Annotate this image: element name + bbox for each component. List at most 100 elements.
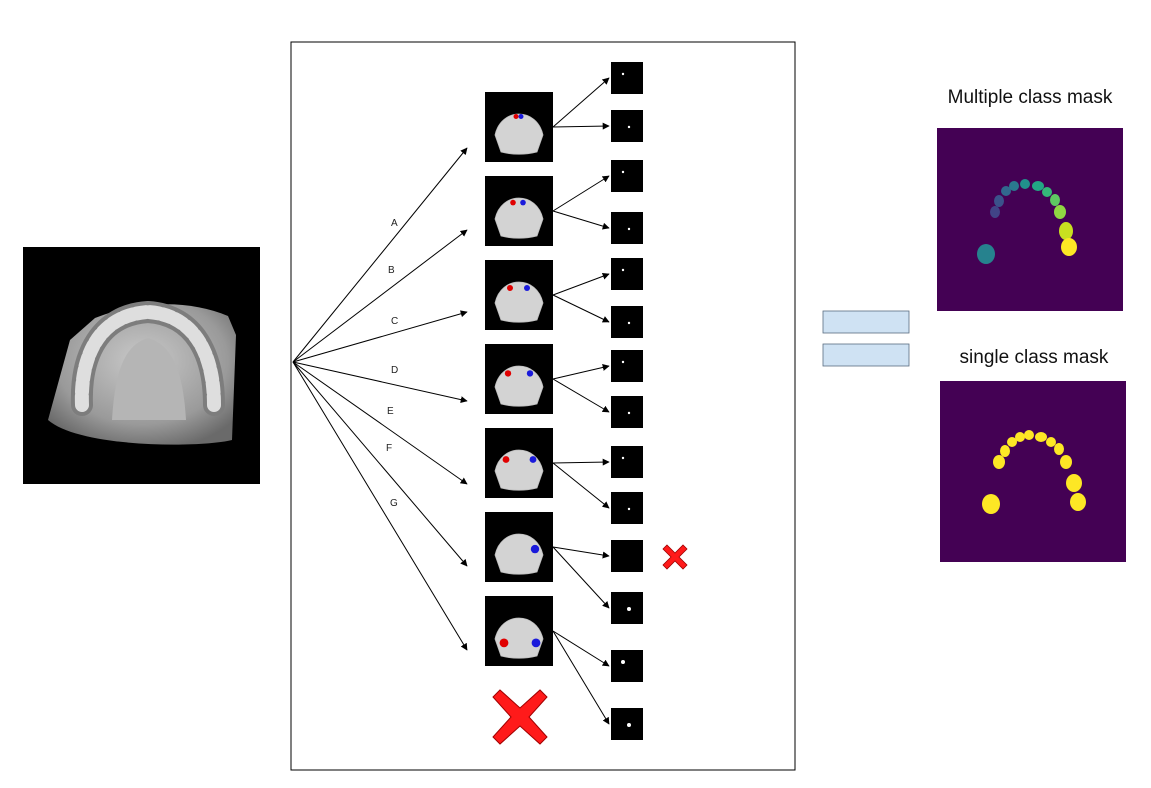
mask-tooth (990, 206, 1000, 218)
branch-labels: A B C D E F G (386, 218, 398, 509)
blue-landmark-dot (529, 456, 537, 463)
split-arrow (552, 546, 610, 559)
branch-arrow (292, 147, 468, 363)
mask-tooth (994, 195, 1004, 207)
branch-arrow (292, 361, 468, 404)
branch-label: F (386, 443, 392, 454)
multi-class-mask-image (937, 128, 1123, 311)
branch-arrow (292, 361, 468, 567)
split-arrow (552, 364, 610, 380)
tooth-crop (611, 258, 643, 290)
branch-arrow (292, 361, 468, 485)
mask-tooth (1060, 455, 1072, 469)
split-arrow (552, 462, 610, 509)
split-arrow (552, 378, 610, 413)
mask-tooth (1007, 437, 1017, 447)
tooth-crop (611, 306, 643, 338)
input-dental-scan (23, 247, 260, 484)
tooth-crop (611, 350, 643, 382)
branch-arrow (292, 361, 468, 651)
split-arrow (552, 77, 610, 128)
arch-thumbnail (485, 512, 553, 582)
branch-label: D (391, 365, 398, 376)
x-mark-icon (492, 689, 548, 745)
blue-landmark-dot (526, 370, 534, 377)
tooth-crop (611, 396, 643, 428)
branch-label: E (387, 406, 394, 417)
mask-tooth (1070, 493, 1086, 511)
tooth-crop (611, 62, 643, 94)
mask-tooth (1059, 222, 1073, 240)
tooth-crop (611, 110, 643, 142)
single-class-mask-image (940, 381, 1126, 562)
tooth-crops (611, 62, 643, 740)
mask-tooth (982, 494, 1000, 514)
blue-landmark-dot (530, 544, 540, 554)
blue-landmark-dot (524, 285, 530, 291)
branch-arrow (292, 229, 468, 363)
mask-tooth (1001, 186, 1011, 196)
tooth-crop (611, 212, 643, 244)
mask-tooth (993, 455, 1005, 469)
split-arrow (552, 546, 610, 609)
blue-landmark-dot (531, 638, 541, 648)
mask-tooth (1042, 187, 1052, 197)
split-arrow (552, 175, 610, 212)
mask-tooth (1032, 181, 1044, 191)
mask-tooth (1015, 432, 1025, 442)
red-landmark-dot (513, 114, 519, 119)
arch-thumbnail (485, 260, 553, 330)
red-landmark-dot (502, 456, 510, 463)
tooth-crop (611, 446, 643, 478)
mask-tooth (1061, 238, 1077, 256)
mask-tooth (1054, 443, 1064, 455)
mask-tooth (1024, 430, 1034, 440)
branch-arrow (292, 310, 468, 363)
split-arrow (552, 272, 610, 296)
split-arrow (552, 294, 610, 323)
tooth-crop (611, 650, 643, 682)
single-class-mask-title: single class mask (960, 347, 1109, 368)
multi-class-mask-title: Multiple class mask (948, 87, 1113, 108)
mask-tooth (1009, 181, 1019, 191)
arch-thumbnail (485, 344, 553, 414)
red-landmark-dot (510, 199, 516, 206)
split-arrow (552, 630, 610, 725)
mask-tooth (1066, 474, 1082, 492)
legend-box-lower (822, 343, 910, 367)
blue-landmark-dot (518, 114, 524, 119)
branch-label: C (391, 316, 398, 327)
branch-label: G (390, 498, 398, 509)
split-arrow (552, 210, 610, 230)
split-arrow (552, 122, 610, 130)
mask-tooth (1046, 437, 1056, 447)
arch-thumbnail (485, 92, 553, 162)
mask-tooth (1035, 432, 1047, 442)
x-mark-icon (662, 544, 688, 570)
tooth-crop (611, 492, 643, 524)
mask-tooth (1050, 194, 1060, 206)
red-landmark-dot (504, 370, 512, 377)
tooth-crop (611, 160, 643, 192)
mask-tooth (1020, 179, 1030, 189)
tooth-crop (611, 540, 643, 572)
arch-thumbnail (485, 596, 553, 666)
split-arrow (552, 458, 610, 466)
tooth-crop (611, 592, 643, 624)
split-arrow (552, 630, 610, 667)
mask-tooth (1054, 205, 1066, 219)
process-frame (290, 41, 796, 771)
arch-thumbnail (485, 428, 553, 498)
mask-tooth (977, 244, 995, 264)
mask-tooth (1000, 445, 1010, 457)
branch-arrows (292, 77, 610, 725)
legend-box-upper (822, 310, 910, 334)
tooth-crop (611, 708, 643, 740)
arch-thumbnail (485, 176, 553, 246)
red-landmark-dot (499, 638, 509, 648)
blue-landmark-dot (520, 199, 526, 206)
branch-label: A (391, 218, 398, 229)
branch-label: B (388, 265, 395, 276)
arch-thumbnails (485, 92, 553, 666)
